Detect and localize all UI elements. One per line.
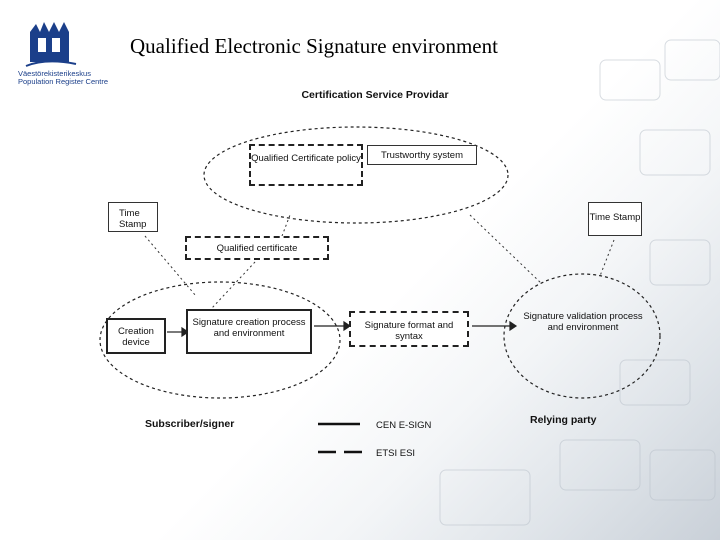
connector-qc-csp bbox=[281, 214, 291, 237]
logo-line2: Population Register Centre bbox=[18, 77, 109, 86]
creation-device-box: Creation device bbox=[106, 318, 166, 354]
connector-qc-subscriber bbox=[211, 261, 256, 309]
qualified-certificate-box: Qualified certificate bbox=[185, 236, 329, 260]
logo-line1: Väestörekisterikeskus bbox=[18, 69, 91, 78]
csp-ellipse bbox=[203, 126, 509, 224]
trustworthy-system-box: Trustworthy system bbox=[367, 145, 477, 165]
qc-policy-box: Qualified Certificate policy bbox=[249, 144, 363, 186]
subscriber-ellipse bbox=[99, 281, 341, 399]
csp-label: Certification Service Providar bbox=[301, 89, 449, 101]
legend-solid-label: CEN E-SIGN bbox=[376, 420, 432, 431]
signature-creation-box: Signature creation process and environme… bbox=[186, 309, 312, 354]
page-title: Qualified Electronic Signature environme… bbox=[130, 34, 498, 58]
signature-format-box: Signature format and syntax bbox=[349, 311, 469, 347]
time-stamp-left-box: Time Stamp bbox=[108, 202, 158, 232]
relying-party-label: Relying party bbox=[530, 414, 597, 426]
relying-ellipse bbox=[503, 273, 661, 399]
time-stamp-right-box: Time Stamp bbox=[588, 202, 642, 236]
population-register-centre-logo bbox=[25, 22, 77, 67]
subscriber-label: Subscriber/signer bbox=[145, 418, 235, 430]
connector-timestamp-right bbox=[599, 239, 615, 277]
connector-timestamp-left bbox=[144, 235, 197, 297]
signature-validation-label: Signature validation process and environ… bbox=[523, 311, 643, 333]
logo-text: Väestörekisterikeskus Population Registe… bbox=[18, 70, 108, 86]
connector-csp-relying bbox=[469, 214, 543, 285]
legend-dashed-label: ETSI ESI bbox=[376, 448, 416, 459]
